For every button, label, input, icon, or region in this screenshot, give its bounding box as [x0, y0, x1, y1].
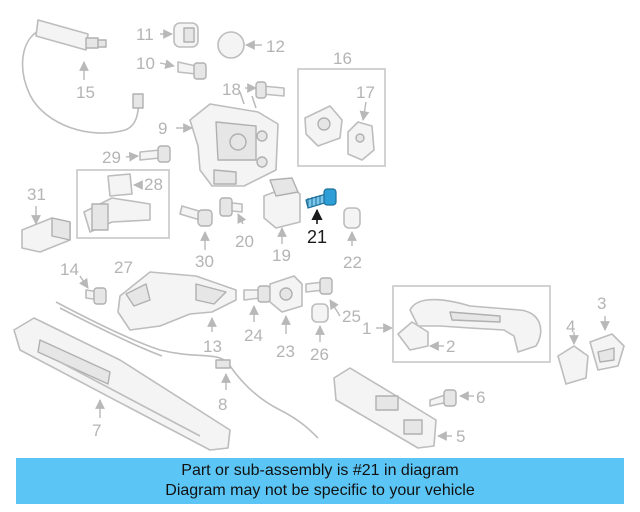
part-10-screw	[177, 61, 207, 80]
callout-15: 15	[76, 83, 95, 102]
part-23-striker	[269, 275, 303, 313]
part-5-frame	[333, 367, 437, 449]
callout-14: 14	[60, 260, 79, 279]
callout-17: 17	[356, 83, 375, 102]
callout-4: 4	[566, 317, 575, 336]
callout-23: 23	[276, 342, 295, 361]
part-4-gasket	[557, 345, 589, 385]
callout-31: 31	[27, 185, 46, 204]
part-15-actuator-cable	[21, 19, 144, 134]
part-12-plug	[217, 31, 245, 59]
part-24-screw	[243, 285, 271, 303]
callout-9: 9	[158, 119, 167, 138]
callout-19: 19	[272, 246, 291, 265]
part-28-pad	[107, 173, 133, 197]
part-19-striker	[263, 177, 301, 229]
part-22-bumper	[343, 207, 361, 229]
part-26-bumper	[311, 303, 329, 323]
callout-12: 12	[266, 37, 285, 56]
info-banner: Part or sub-assembly is #21 in diagram D…	[16, 458, 624, 504]
part-25-screw	[305, 277, 333, 295]
callout-29: 29	[102, 148, 121, 167]
part-30-screw	[179, 205, 213, 227]
part-27-check-group	[76, 169, 170, 239]
callout-25: 25	[342, 307, 361, 326]
part-13-bracket	[117, 271, 237, 331]
callout-28: 28	[144, 175, 163, 194]
part-2-cap	[397, 321, 429, 351]
callout-27: 27	[114, 258, 133, 277]
part-18-screw	[255, 81, 285, 99]
banner-line-2: Diagram may not be specific to your vehi…	[165, 482, 475, 499]
part-31-bracket	[21, 217, 71, 253]
callout-16: 16	[333, 49, 352, 68]
callout-13: 13	[203, 337, 222, 356]
callout-11: 11	[136, 25, 154, 44]
callout-1: 1	[362, 319, 371, 338]
part-14-screw	[85, 287, 107, 305]
callout-2: 2	[446, 337, 455, 356]
part-3-cover	[589, 333, 625, 371]
callout-20: 20	[235, 232, 254, 251]
part-11-cap	[173, 22, 199, 48]
banner-line-1: Part or sub-assembly is #21 in diagram	[181, 462, 459, 479]
part-8-cable	[55, 301, 319, 439]
part-17-seal	[347, 121, 375, 161]
part-16-striker-group	[297, 68, 386, 167]
callout-10: 10	[136, 54, 155, 73]
callout-24: 24	[244, 326, 263, 345]
callout-18: 18	[222, 80, 241, 99]
callout-26: 26	[310, 345, 329, 364]
callout-6: 6	[476, 388, 485, 407]
part-1-handle-group	[392, 285, 551, 363]
part-20-screw	[219, 197, 243, 217]
part-29-screw	[139, 145, 171, 163]
callout-7: 7	[92, 421, 101, 440]
callout-8: 8	[218, 395, 227, 414]
callout-3: 3	[597, 294, 606, 313]
callout-30: 30	[195, 252, 214, 271]
part-9-door-latch	[189, 91, 279, 187]
part-21-bolt-highlighted	[305, 188, 337, 209]
callout-21-highlighted: 21	[307, 227, 327, 247]
part-7-trim	[13, 317, 231, 451]
part-6-screw	[429, 389, 457, 407]
callout-5: 5	[456, 427, 465, 446]
callout-22: 22	[343, 253, 362, 272]
